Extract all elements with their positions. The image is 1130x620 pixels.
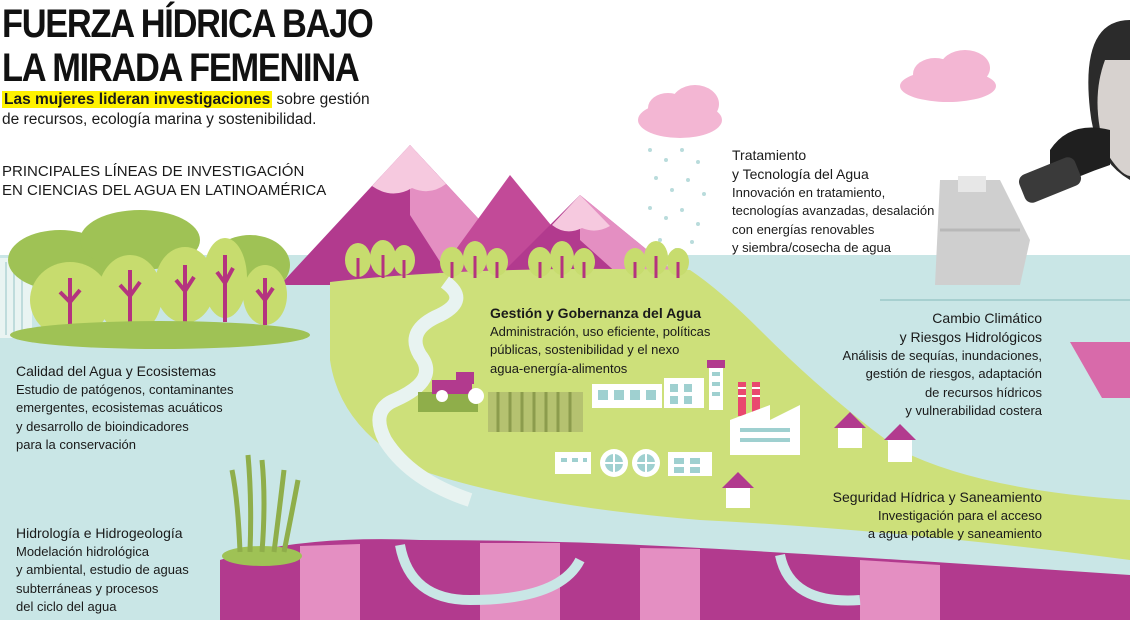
page-title-line-2: LA MIRADA FEMENINA — [2, 46, 360, 90]
forest-left — [8, 210, 310, 349]
topic-seguridad: Seguridad Hídrica y Saneamiento Investig… — [802, 488, 1042, 544]
mountain-snow-right — [552, 195, 610, 232]
houses — [722, 412, 916, 508]
page-title-line-1: FUERZA HÍDRICA BAJO — [2, 2, 374, 46]
topic-line: para la conservación — [16, 436, 136, 452]
cloud-right — [900, 50, 996, 102]
topic-line: de recursos hídricos — [924, 384, 1042, 400]
topic-title: Calidad del Agua y Ecosistemas — [16, 363, 216, 379]
topic-line: subterráneas y procesos — [16, 580, 159, 596]
topic-line: Modelación hidrológica — [16, 544, 149, 559]
research-lines-heading-1: PRINCIPALES LÍNEAS DE INVESTIGACIÓN — [2, 163, 305, 180]
subtitle-highlight: Las mujeres lideran investigaciones — [2, 91, 273, 108]
topic-line: con energías renovables — [732, 221, 875, 237]
topic-cambio: Cambio Climático y Riesgos Hidrológicos … — [812, 309, 1042, 420]
cloud-rain — [638, 85, 722, 138]
topic-line: y ambiental, estudio de aguas — [16, 562, 189, 578]
topic-line: tecnologías avanzadas, desalación — [732, 203, 935, 219]
mountain-snow — [372, 145, 446, 194]
river — [372, 276, 473, 507]
topic-title: Gestión y Gobernanza del Agua — [490, 305, 702, 321]
topic-line: agua-energía-alimentos — [490, 360, 628, 376]
scientist-silhouette — [1018, 20, 1130, 203]
topic-line: Investigación para el acceso — [877, 508, 1042, 523]
topic-line: y vulnerabilidad costera — [905, 402, 1042, 418]
topic-line: a agua potable y saneamiento — [867, 526, 1042, 542]
topic-title: Seguridad Hídrica y Saneamiento — [832, 489, 1042, 505]
tractor-icon — [432, 372, 484, 404]
factory-icon — [730, 382, 800, 455]
topic-line: gestión de riesgos, adaptación — [865, 366, 1042, 382]
underground-pipes — [395, 543, 861, 606]
subtitle: Las mujeres lideran investigaciones sobr… — [2, 90, 402, 130]
buildings — [592, 360, 725, 410]
topic-title: y Tecnología del Agua — [732, 166, 869, 182]
topic-hidrologia: Hidrología e Hidrogeología Modelación hi… — [16, 524, 236, 616]
topic-title: Hidrología e Hidrogeología — [16, 525, 183, 541]
topic-line: públicas, sostenibilidad y el nexo — [490, 342, 680, 358]
research-lines-heading-2: EN CIENCIAS DEL AGUA EN LATINOAMÉRICA — [2, 182, 327, 199]
subtitle-rest-2: de recursos, ecología marina y sostenibi… — [2, 111, 317, 128]
rain-drops — [648, 148, 706, 252]
soil-band-light — [300, 543, 940, 620]
topic-line: Innovación en tratamiento, — [732, 185, 886, 200]
topic-line: emergentes, ecosistemas acuáticos — [16, 400, 223, 416]
subtitle-rest-1: sobre gestión — [272, 91, 370, 108]
topic-line: y desarrollo de bioindicadores — [16, 418, 189, 434]
topic-line: del ciclo del agua — [16, 598, 117, 614]
topic-title: Cambio Climático — [932, 310, 1042, 326]
farm-fields — [418, 392, 583, 432]
research-lines-heading: PRINCIPALES LÍNEAS DE INVESTIGACIÓN EN C… — [2, 162, 332, 200]
topic-title: y Riesgos Hidrológicos — [899, 329, 1042, 345]
microscope-icon — [935, 176, 1030, 285]
topic-title: Tratamiento — [732, 147, 807, 163]
tree-trunks-mountain-foot — [356, 255, 680, 278]
water-treatment-plant — [555, 449, 712, 477]
dock-right — [1070, 342, 1130, 398]
topic-line: Estudio de patógenos, contaminantes — [16, 382, 234, 397]
topic-gestion: Gestión y Gobernanza del Agua Administra… — [490, 304, 730, 378]
topic-tratamiento: Tratamiento y Tecnología del Agua Innova… — [732, 146, 962, 257]
topic-line: y siembra/cosecha de agua — [732, 239, 891, 255]
topic-line: Análisis de sequías, inundaciones, — [842, 348, 1042, 363]
page-title: FUERZA HÍDRICA BAJO LA MIRADA FEMENINA — [2, 2, 374, 90]
topic-line: Administración, uso eficiente, políticas — [490, 324, 711, 339]
land-mass — [330, 268, 1130, 560]
topic-calidad: Calidad del Agua y Ecosistemas Estudio d… — [16, 362, 276, 454]
reeds — [222, 454, 302, 566]
